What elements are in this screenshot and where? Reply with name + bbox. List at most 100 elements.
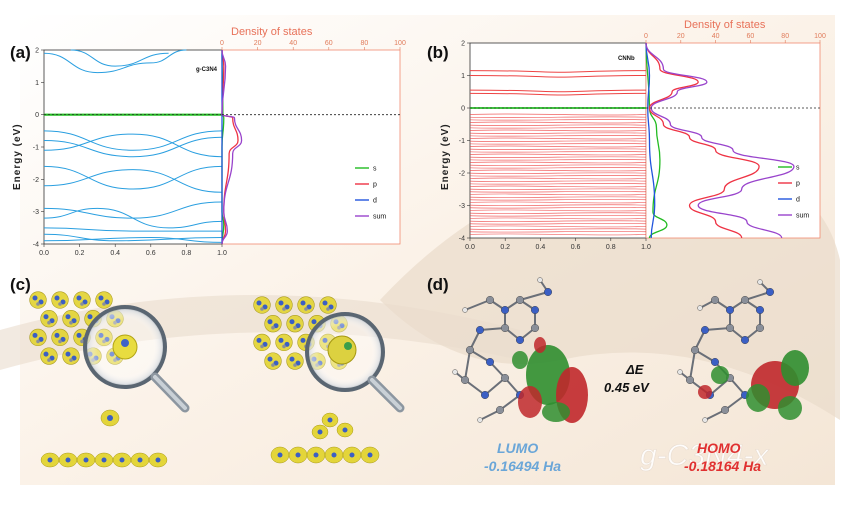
band-line <box>469 225 647 228</box>
dos-curve-sum <box>221 49 243 245</box>
nitrogen-atom <box>367 452 373 458</box>
carbon-atom <box>80 302 84 306</box>
y-tick-label: 2 <box>35 48 39 55</box>
atom <box>537 277 543 283</box>
band-line <box>469 89 647 93</box>
nitrogen-atom <box>256 300 262 306</box>
lumo-energy: -0.16494 Ha <box>484 458 561 474</box>
legend-label-s: s <box>373 166 377 173</box>
k-tick-label: 0.6 <box>571 244 581 251</box>
dos-tick-label: 80 <box>361 40 369 47</box>
side-view-structures <box>40 409 380 468</box>
k-tick-label: 0.0 <box>39 250 49 257</box>
isosurface-blob <box>29 291 47 309</box>
atom <box>516 296 525 305</box>
isosurface-blob <box>275 333 293 352</box>
band-line <box>469 185 647 188</box>
delta-e-value: 0.45 eV <box>604 380 650 395</box>
nitrogen-atom <box>273 360 279 366</box>
carbon-atom <box>271 325 275 330</box>
atom <box>726 306 735 315</box>
carbon-atom <box>47 320 51 325</box>
panel-b-dos-title: Density of states <box>684 19 766 31</box>
nitrogen-atom <box>76 332 82 338</box>
lumo-orbital-lobes <box>512 337 588 423</box>
atom <box>677 369 683 375</box>
dos-curve-p <box>645 42 760 239</box>
bond <box>704 327 731 331</box>
nitrogen-atom <box>284 304 290 310</box>
atom <box>531 306 540 315</box>
nitrogen-atom <box>262 341 268 347</box>
nitrogen-atom <box>60 299 66 305</box>
nitrogen-atom <box>76 295 82 301</box>
band-line <box>469 143 647 145</box>
homo-energy: -0.18164 Ha <box>684 458 761 474</box>
band-line <box>43 237 223 243</box>
nitrogen-atom <box>300 337 306 343</box>
atom <box>461 376 470 385</box>
legend-label-p: p <box>796 181 800 188</box>
nitrogen-atom <box>71 355 77 361</box>
isosurface-blob <box>319 296 337 314</box>
magnifier-left-icon <box>83 305 190 413</box>
carbon-atom <box>293 363 297 367</box>
nitrogen-atom <box>101 457 107 463</box>
carbon-atom <box>260 344 264 349</box>
legend-label-d: d <box>373 198 377 205</box>
y-tick-label: -1 <box>459 138 465 145</box>
nitrogen-atom <box>267 356 273 362</box>
carbon-atom <box>69 358 73 362</box>
band-line <box>469 188 647 190</box>
nitrogen-atom <box>256 337 262 343</box>
nitrogen-atom <box>71 318 77 324</box>
dos-curve-d <box>645 42 656 239</box>
band-line <box>469 156 647 158</box>
legend-label-s: s <box>796 165 800 172</box>
nitrogen-atom <box>289 356 295 362</box>
k-tick-label: 0.0 <box>465 244 475 251</box>
atom <box>711 296 720 305</box>
band-line <box>469 151 647 153</box>
band-line <box>469 140 647 142</box>
legend-label-sum: sum <box>373 214 386 221</box>
panel-c-structures <box>29 291 405 468</box>
band-line <box>469 119 647 121</box>
panel-a-label: (a) <box>10 43 31 62</box>
atom <box>726 324 735 333</box>
band-line <box>469 169 647 172</box>
carbon-atom <box>47 358 51 362</box>
isosurface-blob <box>40 310 58 328</box>
k-tick-label: 0.8 <box>182 250 192 257</box>
nitrogen-atom <box>267 319 273 325</box>
isosurface-blob <box>264 315 282 333</box>
nitrogen-atom <box>54 332 60 338</box>
band-line <box>43 130 223 151</box>
band-line <box>469 175 647 177</box>
atom <box>452 369 458 375</box>
nitrogen-atom <box>277 452 283 458</box>
band-line <box>469 124 647 126</box>
isosurface-blob <box>286 352 304 370</box>
band-line <box>469 129 647 132</box>
nitrogen-atom <box>60 336 66 342</box>
bond <box>464 379 486 396</box>
band-line <box>469 201 647 204</box>
atom <box>462 307 468 313</box>
carbon-atom <box>260 307 264 311</box>
dos-tick-label: 0 <box>220 40 224 47</box>
y-tick-label: -4 <box>33 242 39 249</box>
panel-a-dos-frame <box>221 49 401 245</box>
atom <box>721 406 730 415</box>
isosurface-blob <box>264 352 282 370</box>
band-line <box>43 136 223 158</box>
k-tick-label: 0.2 <box>500 244 510 251</box>
nitrogen-atom <box>137 457 143 463</box>
atom <box>702 417 708 423</box>
nitrogen-atom <box>295 323 301 329</box>
nitrogen-atom <box>342 427 348 433</box>
nitrogen-atom <box>119 457 125 463</box>
isosurface-blob <box>253 296 271 314</box>
band-line <box>469 159 647 161</box>
